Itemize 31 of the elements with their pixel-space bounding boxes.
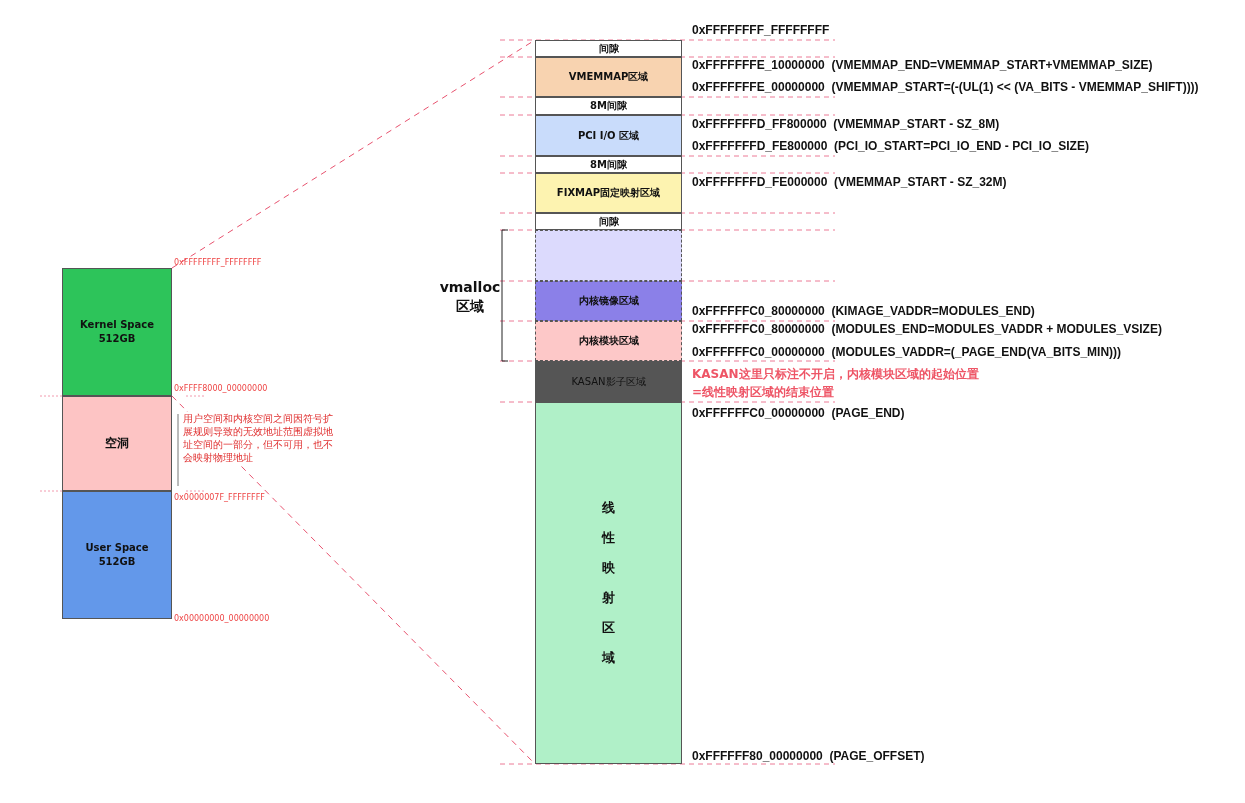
memory-region-box: VMEMMAP区域: [535, 57, 682, 97]
memory-region-box: User Space 512GB: [62, 491, 172, 619]
memory-region-box: 空洞: [62, 396, 172, 491]
address-label: 0x00000000_00000000: [174, 614, 270, 623]
address-label: 0xFFFFFFFE_10000000 (VMEMMAP_END=VMEMMAP_START+VMEMMAP_SIZE): [692, 58, 1153, 72]
note-text: KASAN这里只标注不开启，内核模块区域的起始位置=线性映射区域的结束位置: [692, 366, 980, 401]
memory-region-box: 内核模块区域: [535, 321, 682, 361]
address-label: 0xFFFFFFFD_FE800000 (PCI_IO_START=PCI_IO_END - PCI_IO_SIZE): [692, 139, 1089, 153]
address-label: 0xFFFFFFFD_FE000000 (VMEMMAP_START - SZ_32M): [692, 175, 1007, 189]
address-label: 0xFFFFFFFD_FF800000 (VMEMMAP_START - SZ_8M): [692, 117, 1000, 131]
address-label: 0xFFFF8000_00000000: [174, 384, 268, 393]
address-label: 0xFFFFFFFF_FFFFFFFF: [692, 23, 830, 37]
memory-region-box: FIXMAP固定映射区域: [535, 173, 682, 213]
memory-region-box: 线性映射区域: [535, 402, 682, 764]
address-label: 0xFFFFFFFF_FFFFFFFF: [174, 258, 262, 267]
memory-region-box: 间隙: [535, 213, 682, 230]
address-label: 0xFFFFFFC0_80000000 (KIMAGE_VADDR=MODULES_END): [692, 304, 1035, 318]
memory-region-box: 8M间隙: [535, 156, 682, 173]
address-label: 0xFFFFFFFE_00000000 (VMEMMAP_START=(-(UL(1) << (VA_BITS - VMEMMAP_SHIFT)))): [692, 80, 1199, 94]
memory-region-box: 内核镜像区域: [535, 281, 682, 321]
memory-region-box: 间隙: [535, 40, 682, 57]
region-label: vmalloc 区域: [438, 278, 502, 316]
memory-region-box: PCI I/O 区域: [535, 115, 682, 156]
memory-region-box: Kernel Space 512GB: [62, 268, 172, 396]
address-label: 0xFFFFFFC0_00000000 (PAGE_END): [692, 406, 905, 420]
region-box: [535, 230, 682, 281]
annotation-text: 用户空间和内核空间之间因符号扩展规则导致的无效地址范围虚拟地址空间的一部分，但不可用，也不会映射物理地址: [183, 412, 335, 464]
address-label: 0xFFFFFFC0_80000000 (MODULES_END=MODULES_VADDR + MODULES_VSIZE): [692, 322, 1162, 336]
memory-region-box: 8M间隙: [535, 97, 682, 115]
address-label: 0xFFFFFFC0_00000000 (MODULES_VADDR=(_PAGE_END(VA_BITS_MIN))): [692, 345, 1122, 359]
address-label: 0x0000007F_FFFFFFFF: [174, 493, 265, 502]
